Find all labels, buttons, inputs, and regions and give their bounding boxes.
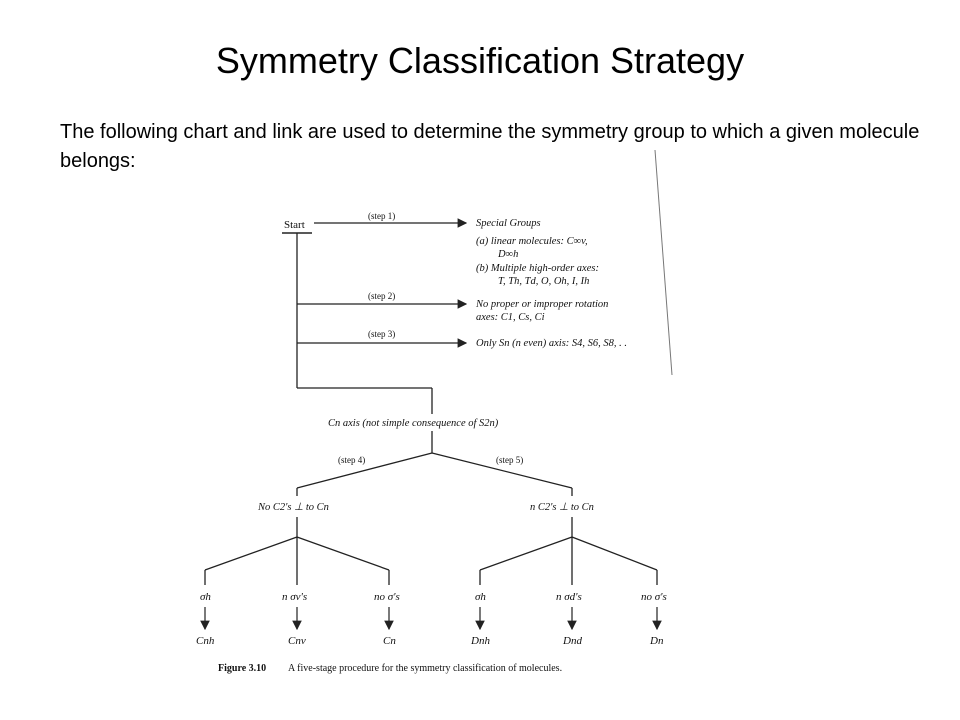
right-subtree-left-leg: [479, 536, 573, 571]
left-leaf-3-group: Cn: [383, 635, 396, 647]
step-2-label: (step 2): [368, 291, 395, 301]
cn-axis-node: Cn axis (not simple consequence of S2n): [328, 418, 499, 429]
left-leaf-1-condition: σh: [200, 591, 211, 603]
special-groups-b-line2: T, Th, Td, O, Oh, I, Ih: [498, 276, 589, 287]
special-groups-heading: Special Groups: [476, 218, 541, 229]
right-leaf-1-group: Dnh: [470, 635, 490, 647]
left-leaf-3-condition: no σ's: [374, 591, 400, 603]
scan-edge-line: [654, 149, 673, 376]
left-subtree-right-leg: [296, 536, 390, 571]
branch-line-right: [431, 452, 573, 489]
right-leaf-3-group: Dn: [649, 635, 664, 647]
no-rotation-line1: No proper or improper rotation: [475, 299, 608, 310]
branch-n-c2: n C2's ⊥ to Cn: [530, 502, 594, 513]
figure-caption-text: A five-stage procedure for the symmetry …: [288, 663, 562, 674]
figure-caption-label: Figure 3.10: [218, 663, 266, 674]
left-leaf-2-condition: n σv's: [282, 591, 307, 603]
left-leaf-1-group: Cnh: [196, 635, 215, 647]
right-leaf-2-condition: n σd's: [556, 591, 582, 603]
right-leaf-1-condition: σh: [475, 591, 486, 603]
no-rotation-line2: axes: C1, Cs, Ci: [476, 312, 545, 323]
right-leaf-2-group: Dnd: [562, 635, 582, 647]
special-groups-b-line1: (b) Multiple high-order axes:: [476, 263, 599, 274]
right-subtree-right-leg: [571, 536, 658, 571]
step-4-label: (step 4): [338, 455, 365, 465]
special-groups-a-line1: (a) linear molecules: C∞v,: [476, 236, 588, 247]
step-5-label: (step 5): [496, 455, 523, 465]
right-leaf-3-condition: no σ's: [641, 591, 667, 603]
branch-no-c2: No C2's ⊥ to Cn: [257, 502, 329, 513]
special-groups-a-line2: D∞h: [497, 249, 518, 260]
start-node: Start: [284, 219, 305, 231]
step-3-label: (step 3): [368, 329, 395, 339]
branch-line-left: [296, 452, 433, 489]
intro-text: The following chart and link are used to…: [60, 121, 920, 172]
only-sn-axis: Only Sn (n even) axis: S4, S6, S8, . .: [476, 338, 627, 349]
slide-title: Symmetry Classification Strategy: [215, 40, 745, 81]
left-leaf-2-group: Cnv: [288, 635, 306, 647]
step-1-label: (step 1): [368, 211, 395, 221]
left-subtree-left-leg: [204, 536, 298, 571]
